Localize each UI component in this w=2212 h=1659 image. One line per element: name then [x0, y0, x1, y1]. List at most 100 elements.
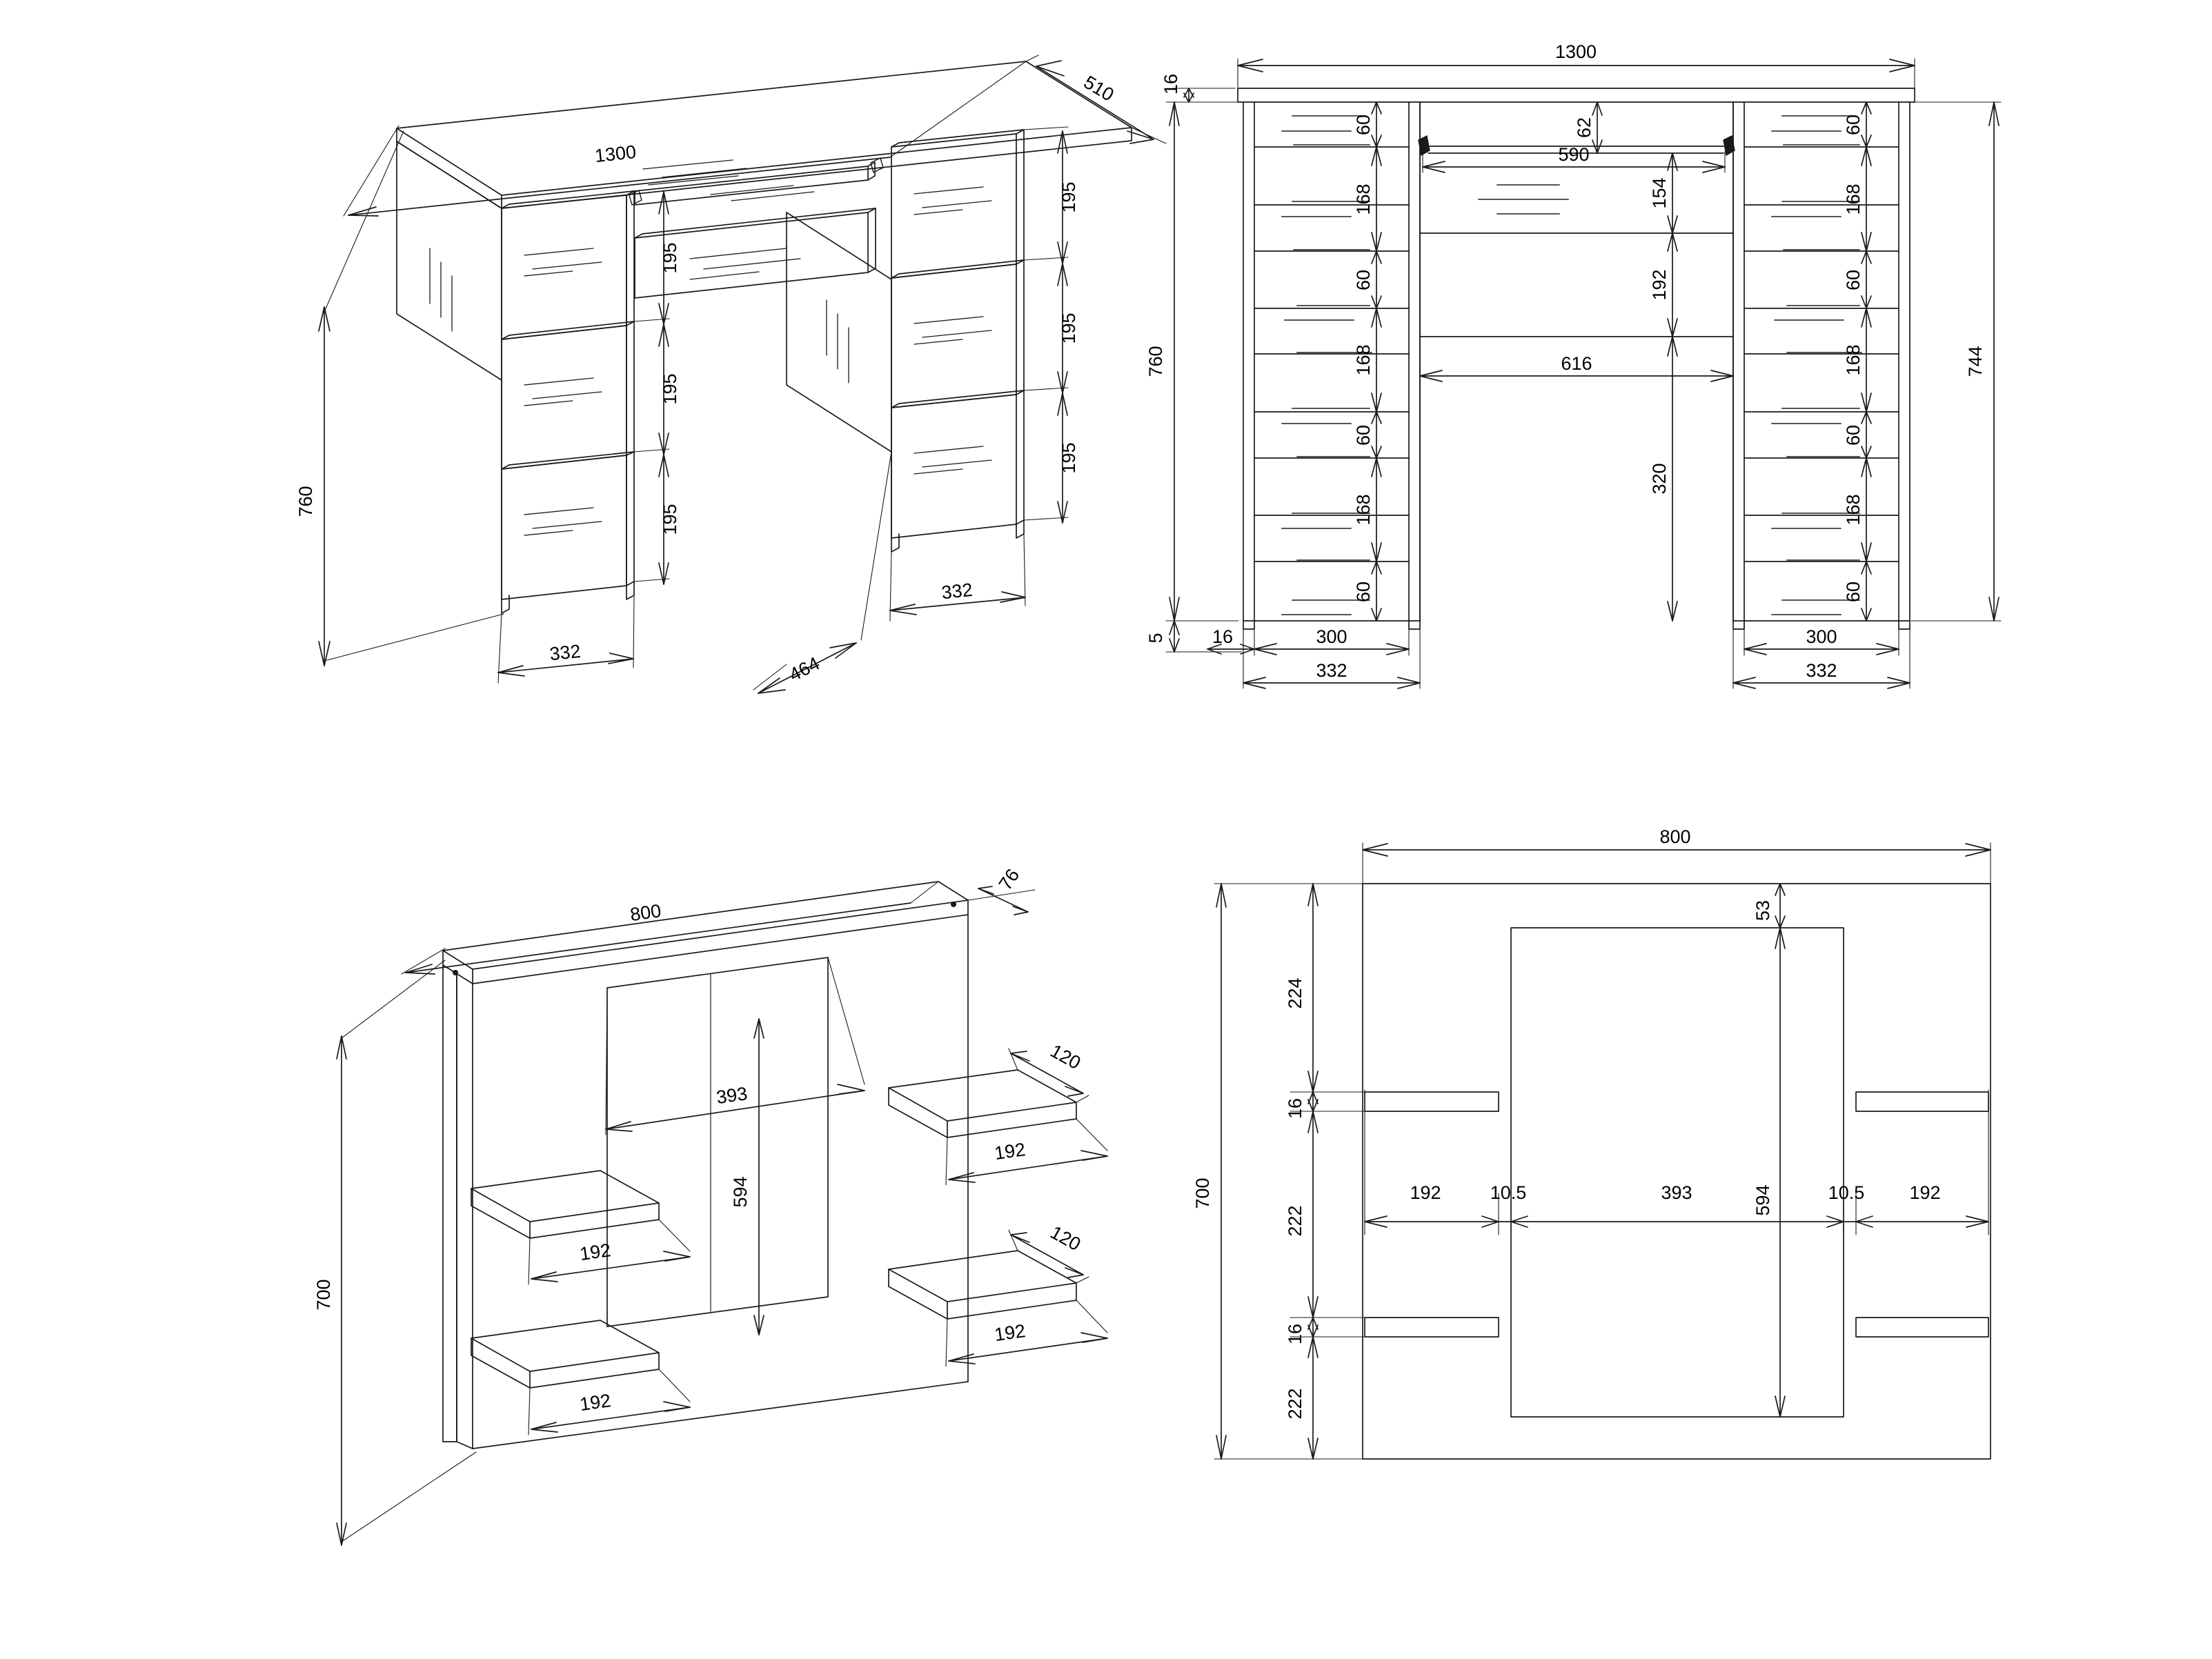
dim-label: 800	[1659, 826, 1690, 847]
dim-label: 60	[1843, 582, 1864, 602]
view-desk-elevation	[1165, 58, 2002, 689]
dim-label: 224	[1285, 977, 1305, 1009]
dim-elev-1300	[1237, 58, 1915, 90]
dim-label: 192	[993, 1320, 1027, 1345]
dim-label: 168	[1843, 494, 1864, 525]
dim-wiso-120-low	[1008, 1229, 1089, 1284]
dim-iso-195-right-3	[1023, 393, 1069, 524]
dim-label: 590	[1558, 144, 1589, 165]
dim-iso-760	[318, 130, 504, 666]
dim-label: 320	[1649, 463, 1670, 494]
dim-label: 154	[1649, 177, 1670, 208]
dim-label: 168	[1353, 344, 1374, 375]
dim-label: 168	[1843, 183, 1864, 215]
dim-label: 195	[660, 242, 680, 273]
dim-iso-195-right-1	[1023, 126, 1069, 264]
dim-label: 192	[578, 1240, 612, 1264]
desk-left-pedestal	[396, 141, 635, 614]
dim-wiso-800	[401, 881, 939, 975]
dim-elev-right-chain	[1861, 101, 1872, 622]
dim-label: 60	[1843, 425, 1864, 446]
dim-label: 168	[1353, 494, 1374, 525]
dim-label: 16	[1212, 626, 1233, 647]
dim-iso-1300	[343, 61, 1027, 217]
dim-elev-590	[1422, 151, 1726, 173]
dim-label: 16	[1161, 74, 1181, 95]
dim-wiso-192-r-low	[945, 1300, 1108, 1367]
dim-label: 192	[1909, 1182, 1940, 1203]
dim-welev-chain	[1290, 883, 1365, 1460]
dim-label: 332	[1806, 660, 1837, 681]
dim-label: 60	[1353, 115, 1374, 135]
dim-iso-195-left-2	[633, 324, 670, 455]
dimension-labels: 1300 510 760 464 332 332 195 195 195 195…	[295, 41, 1986, 1420]
dim-label: 332	[1316, 660, 1347, 681]
dim-label: 192	[993, 1139, 1027, 1164]
dim-elev-320	[1667, 336, 1678, 622]
dim-label: 760	[1145, 346, 1166, 377]
dim-label: 60	[1353, 270, 1374, 290]
dim-label: 332	[549, 641, 582, 665]
dim-label: 168	[1353, 183, 1374, 215]
dim-iso-195-right-2	[1023, 263, 1069, 394]
dim-label: 195	[660, 373, 680, 404]
dim-elev-616	[1419, 370, 1734, 382]
dim-iso-332-left	[497, 595, 635, 684]
dim-wiso-700	[336, 960, 477, 1546]
dim-label: 195	[660, 504, 680, 535]
dim-label: 168	[1843, 344, 1864, 375]
dim-elev-left-chain	[1371, 101, 1382, 622]
dim-wiso-192-r-up	[945, 1118, 1108, 1186]
dim-wiso-393	[605, 957, 865, 1135]
dim-iso-195-left-3	[633, 454, 670, 585]
dim-wiso-192-l-up	[528, 1219, 691, 1285]
dim-label: 192	[1410, 1182, 1441, 1203]
dim-label: 594	[730, 1176, 751, 1207]
dim-label: 744	[1965, 346, 1986, 377]
dim-elev-744	[1910, 101, 2002, 622]
dim-elev-154	[1667, 152, 1678, 234]
dim-welev-800	[1362, 842, 1991, 887]
dim-welev-594	[1775, 927, 1786, 1418]
dim-label: 222	[1285, 1205, 1305, 1236]
dim-label: 700	[313, 1279, 334, 1310]
dim-elev-332-right	[1732, 628, 1910, 689]
dim-label: 760	[295, 486, 316, 517]
view-wall-unit-isometric	[336, 881, 1108, 1546]
dim-label: 616	[1561, 353, 1592, 374]
dim-label: 53	[1752, 900, 1773, 921]
dim-label: 800	[629, 900, 662, 925]
dim-elev-192	[1667, 232, 1678, 337]
dim-welev-53	[1775, 883, 1786, 928]
dim-label: 1300	[594, 141, 638, 166]
dim-label: 393	[715, 1083, 749, 1108]
dim-welev-700	[1214, 883, 1367, 1460]
dim-iso-332-right	[889, 533, 1026, 622]
dim-elev-332-left	[1243, 628, 1421, 689]
dim-label: 594	[1752, 1184, 1773, 1215]
dim-label: 700	[1192, 1178, 1213, 1209]
dim-label: 192	[1649, 269, 1670, 300]
view-wall-unit-elevation	[1214, 842, 1991, 1460]
view-desk-isometric	[318, 54, 1167, 694]
desk-right-pedestal	[786, 129, 1025, 553]
dim-wiso-192-l-low	[528, 1369, 691, 1436]
dim-label: 16	[1285, 1324, 1305, 1344]
dim-label: 10.5	[1490, 1182, 1527, 1203]
dim-label: 393	[1661, 1182, 1692, 1203]
dim-elev-760	[1165, 101, 1239, 622]
dim-label: 332	[940, 579, 974, 604]
dim-label: 60	[1843, 270, 1864, 290]
dim-label: 16	[1285, 1098, 1305, 1119]
dim-elev-62	[1592, 101, 1603, 154]
dim-iso-510	[1025, 54, 1167, 144]
dim-label: 60	[1843, 115, 1864, 135]
dim-label: 195	[1058, 181, 1079, 212]
dim-elev-300-left	[1254, 620, 1410, 656]
dim-label: 195	[1058, 312, 1079, 344]
dim-wiso-76	[967, 886, 1036, 915]
dim-iso-464	[753, 451, 892, 694]
dim-wiso-120-up	[1008, 1048, 1089, 1103]
